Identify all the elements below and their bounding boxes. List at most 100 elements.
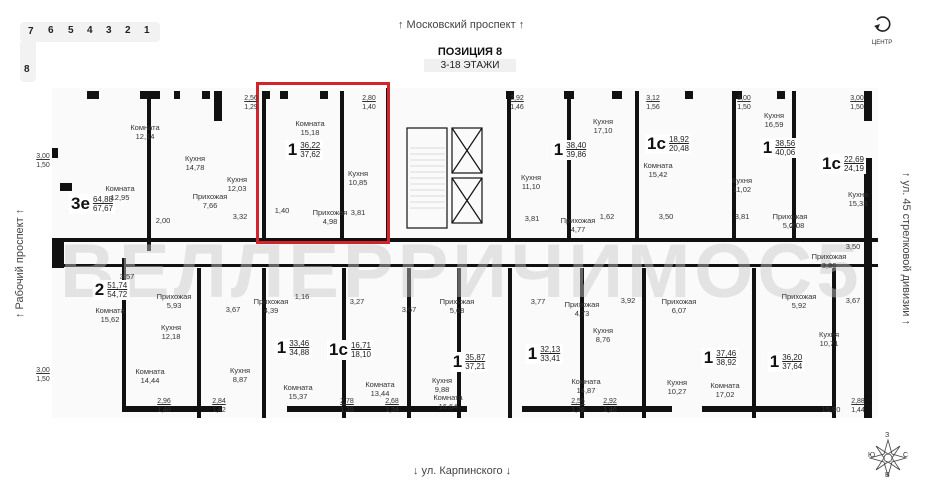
balcony-full-area: 3,12: [646, 95, 660, 102]
section-2[interactable]: 2: [125, 25, 131, 36]
section-3[interactable]: 3: [106, 25, 112, 36]
section-5[interactable]: 5: [68, 25, 74, 36]
room-area: 15,33: [848, 199, 868, 208]
room-area: 11,02: [732, 185, 752, 194]
street-right: ↑ ул. 45 стрелковой дивизии ↑: [900, 172, 912, 325]
compass-rose-icon: [868, 438, 908, 478]
room-name: Прихожая: [192, 192, 228, 201]
walls: [52, 88, 878, 418]
balcony-label: 2,56 1,28: [571, 397, 585, 415]
room-label: 3,32: [233, 212, 248, 221]
room-name: Кухня: [731, 176, 753, 185]
room-area: 17,10: [593, 126, 613, 135]
balcony-full-area: 2,56: [571, 398, 585, 405]
room-area: 15,90: [821, 405, 841, 414]
balcony-reduced-area: 1,39: [340, 407, 354, 414]
section-1[interactable]: 1: [144, 25, 150, 36]
room-name: Прихожая: [253, 297, 289, 306]
room-name: Кухня: [160, 323, 182, 332]
room-area: 13,44: [370, 389, 390, 398]
room-area: 2,00: [155, 216, 171, 225]
room-name: Комната: [571, 377, 601, 386]
room-area: 3,57: [119, 272, 135, 281]
room-area: 17,02: [715, 390, 735, 399]
room-area: 14,87: [576, 386, 596, 395]
room-area: 12,14: [135, 132, 155, 141]
compass-east: С: [903, 452, 909, 459]
room-name: Прихожая: [781, 292, 817, 301]
room-label: 1,40: [275, 206, 290, 215]
section-8[interactable]: 8: [24, 64, 30, 75]
stair-steps: [410, 147, 445, 209]
balcony-full-area: 2,80: [362, 95, 376, 102]
section-selector: 7 6 5 4 3 2 1: [20, 22, 160, 42]
section-7[interactable]: 7: [28, 26, 34, 37]
room-area: 15,18: [300, 128, 320, 137]
stair-core: [406, 127, 483, 229]
room-area: 8,87: [232, 375, 248, 384]
balcony-full-area: 2,92: [603, 398, 617, 405]
room-label: 3,81: [351, 208, 366, 217]
balcony-full-area: 2,84: [212, 398, 226, 405]
room-area: 3,81: [734, 212, 750, 221]
room-name: Кухня: [520, 173, 542, 182]
position-title: ПОЗИЦИЯ 8: [437, 46, 503, 58]
section-6[interactable]: 6: [48, 25, 54, 36]
room-name: Комната: [105, 184, 135, 193]
room-label: 3,67: [846, 296, 861, 305]
center-button[interactable]: ЦЕНТР: [862, 14, 902, 50]
room-name: Кухня: [184, 154, 206, 163]
room-name: Кухня: [763, 111, 785, 120]
selected-apartment-outline[interactable]: [256, 82, 390, 244]
section-4[interactable]: 4: [87, 25, 93, 36]
balcony-full-area: 2,78: [340, 398, 354, 405]
room-name: Комната: [710, 381, 740, 390]
room-name: Кухня: [431, 376, 453, 385]
room-area: 10,85: [348, 178, 368, 187]
room-area: 3,92: [620, 296, 636, 305]
room-label: 1,16: [295, 292, 310, 301]
room-name: Прихожая: [560, 216, 596, 225]
compass: З В Ю С: [868, 432, 908, 482]
room-area: 10,71: [819, 339, 839, 348]
room-name: Кухня: [347, 169, 369, 178]
balcony-reduced-area: 1,56: [646, 104, 660, 111]
balcony-label: 3,12 1,56: [646, 94, 660, 112]
compass-south: В: [885, 472, 890, 479]
balcony-reduced-area: 1,28: [571, 407, 585, 414]
room-name: Кухня: [229, 366, 251, 375]
